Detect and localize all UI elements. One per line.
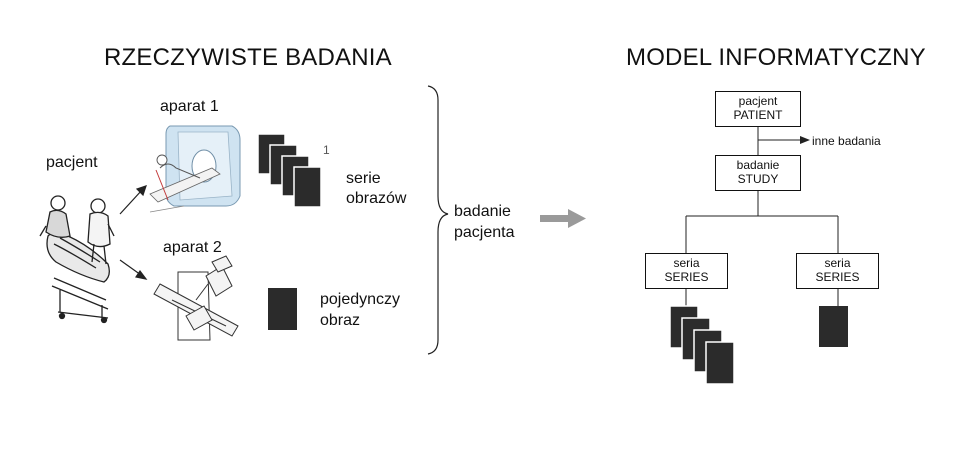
patient-node-line1: pacjent [738,94,778,108]
real-exams-title: RZECZYWISTE BADANIA [104,44,392,71]
series-label-line1: serie [346,170,381,187]
series-node-right: seria SERIES [796,253,879,289]
other-exams-label: inne badania [812,134,881,148]
series-image-stack-icon [669,305,735,385]
tree-connectors [685,126,839,308]
xray-device-icon [153,255,239,341]
patient-exam-label-line2: pacjenta [454,224,515,241]
patient-label: pacjent [46,154,98,171]
image-series-stack-icon [257,133,322,208]
single-image-icon [268,288,297,330]
series-node-left: seria SERIES [645,253,728,289]
series-node-right-line1: seria [824,256,851,270]
series-count-label: 1 [323,143,330,157]
series-node-left-line2: SERIES [664,270,709,284]
device2-label: aparat 2 [163,239,222,256]
study-node-line1: badanie [736,158,780,172]
it-model-title: MODEL INFORMATYCZNY [626,44,926,71]
series-label-line2: obrazów [346,190,407,207]
curly-brace [427,85,449,355]
device1-label: aparat 1 [160,98,219,115]
single-image-label-line2: obraz [320,312,361,329]
patient-node: pacjent PATIENT [715,91,801,127]
series-single-image-icon [819,306,848,347]
gray-transition-arrow [540,209,586,228]
single-image-label-line1: pojedynczy [320,291,401,308]
ct-scanner-icon [149,125,241,213]
study-node: badanie STUDY [715,155,801,191]
other-exams-arrow [800,136,810,144]
arrow-to-device2 [119,259,148,280]
series-node-right-line2: SERIES [815,270,860,284]
patient-on-stretcher-icon [39,195,115,324]
patient-node-line2: PATIENT [733,108,783,122]
patient-exam-label-line1: badanie [454,203,511,220]
study-node-line2: STUDY [737,172,779,186]
series-node-left-line1: seria [673,256,700,270]
arrow-to-device1 [119,185,147,215]
